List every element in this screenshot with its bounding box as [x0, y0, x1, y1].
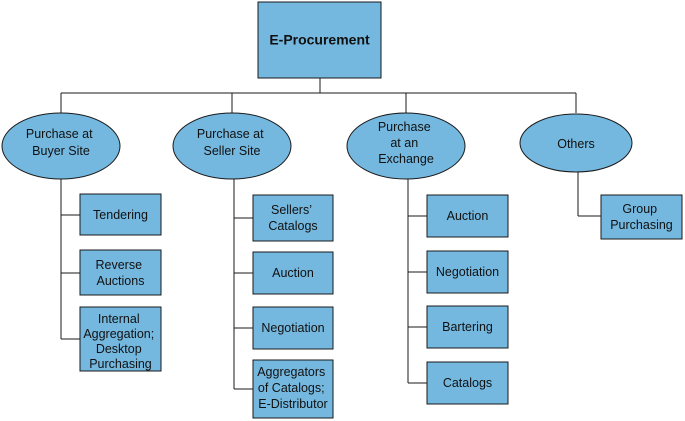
item-1-3-line-4: Purchasing — [89, 357, 152, 371]
item-2-1-line-2: Catalogs — [268, 219, 317, 233]
category-2-line-1: Purchase at — [197, 127, 264, 141]
svg-text:Bartering: Bartering — [442, 320, 493, 334]
svg-text:Catalogs: Catalogs — [443, 376, 492, 390]
item-negotiation-seller: Negotiation — [252, 306, 334, 350]
item-2-1-line-1: Sellers’ — [271, 203, 312, 217]
item-catalogs: Catalogs — [426, 361, 509, 405]
root-label: E-Procurement — [269, 32, 370, 48]
item-group-purchasing: Group Purchasing — [600, 194, 683, 240]
svg-text:Purchase at Buyer Site: Purchase at Buyer Site — [26, 127, 96, 158]
svg-text:Internal Aggregation;: Internal Aggregation; Desktop Purchasing — [83, 312, 157, 371]
item-1-2-line-1: Reverse — [95, 258, 142, 272]
item-auction-exchange: Auction — [426, 194, 509, 238]
item-internal-aggregation: Internal Aggregation; Desktop Purchasing — [79, 306, 162, 372]
item-2-4-line-3: E-Distributor — [258, 397, 327, 411]
item-tendering: Tendering — [79, 193, 162, 236]
category-4-line-1: Others — [557, 137, 595, 151]
svg-text:Auction: Auction — [272, 266, 314, 280]
svg-text:Sellers’ Catalogs: Sellers’ Catalogs — [268, 203, 317, 233]
category-node-1: Purchase at Buyer Site — [1, 112, 121, 180]
svg-text:Others: Others — [557, 137, 595, 151]
item-negotiation-exchange: Negotiation — [426, 250, 509, 294]
item-aggregators-of-catalogs: Aggregators of Catalogs; E-Distributor — [252, 359, 334, 419]
category-3-line-3: Exchange — [378, 152, 434, 166]
category-1-line-2: Buyer Site — [32, 144, 90, 158]
category-3-line-1: Purchase — [378, 120, 431, 134]
item-2-4-line-2: of Catalogs; — [258, 381, 325, 395]
svg-text:Purchase at an Exc: Purchase at an Exchange — [378, 120, 434, 166]
item-3-4-line-1: Catalogs — [443, 376, 492, 390]
svg-text:Reverse Auctions: Reverse Auctions — [95, 258, 145, 288]
item-3-3-line-1: Bartering — [442, 320, 493, 334]
item-1-1-line-1: Tendering — [93, 208, 148, 222]
item-1-3-line-1: Internal — [98, 312, 140, 326]
svg-text:Tendering: Tendering — [93, 208, 148, 222]
item-3-1-line-1: Auction — [447, 209, 489, 223]
item-4-1-line-2: Purchasing — [610, 218, 673, 232]
connectors — [60, 78, 601, 390]
item-2-2-line-1: Auction — [272, 266, 314, 280]
item-2-3-line-1: Negotiation — [261, 321, 324, 335]
category-node-3: Purchase at an Exchange — [346, 112, 466, 180]
svg-text:Auction: Auction — [447, 209, 489, 223]
item-sellers-catalogs: Sellers’ Catalogs — [252, 194, 334, 242]
svg-text:Purchase at Seller Site: Purchase at Seller Site — [197, 127, 267, 158]
svg-text:Negotiation: Negotiation — [436, 265, 499, 279]
item-auction-seller: Auction — [252, 251, 334, 295]
item-1-3-line-2: Aggregation; — [83, 327, 154, 341]
item-4-1-line-1: Group — [622, 202, 657, 216]
svg-text:Aggregators of Catalogs;: Aggregators of Catalogs; E-Distributor — [257, 365, 329, 411]
svg-text:Negotiation: Negotiation — [261, 321, 324, 335]
category-node-2: Purchase at Seller Site — [172, 112, 292, 180]
root-node: E-Procurement — [257, 1, 382, 79]
item-1-3-line-3: Desktop — [96, 342, 142, 356]
category-1-line-1: Purchase at — [26, 127, 93, 141]
item-reverse-auctions: Reverse Auctions — [79, 249, 162, 296]
category-node-4: Others — [519, 113, 633, 173]
category-2-line-2: Seller Site — [204, 144, 261, 158]
category-3-line-2: at an — [390, 136, 418, 150]
item-2-4-line-1: Aggregators — [257, 365, 325, 379]
svg-text:Group Purchasing: Group Purchasing — [610, 202, 673, 232]
item-1-2-line-2: Auctions — [97, 274, 145, 288]
item-3-2-line-1: Negotiation — [436, 265, 499, 279]
item-bartering: Bartering — [426, 305, 509, 349]
